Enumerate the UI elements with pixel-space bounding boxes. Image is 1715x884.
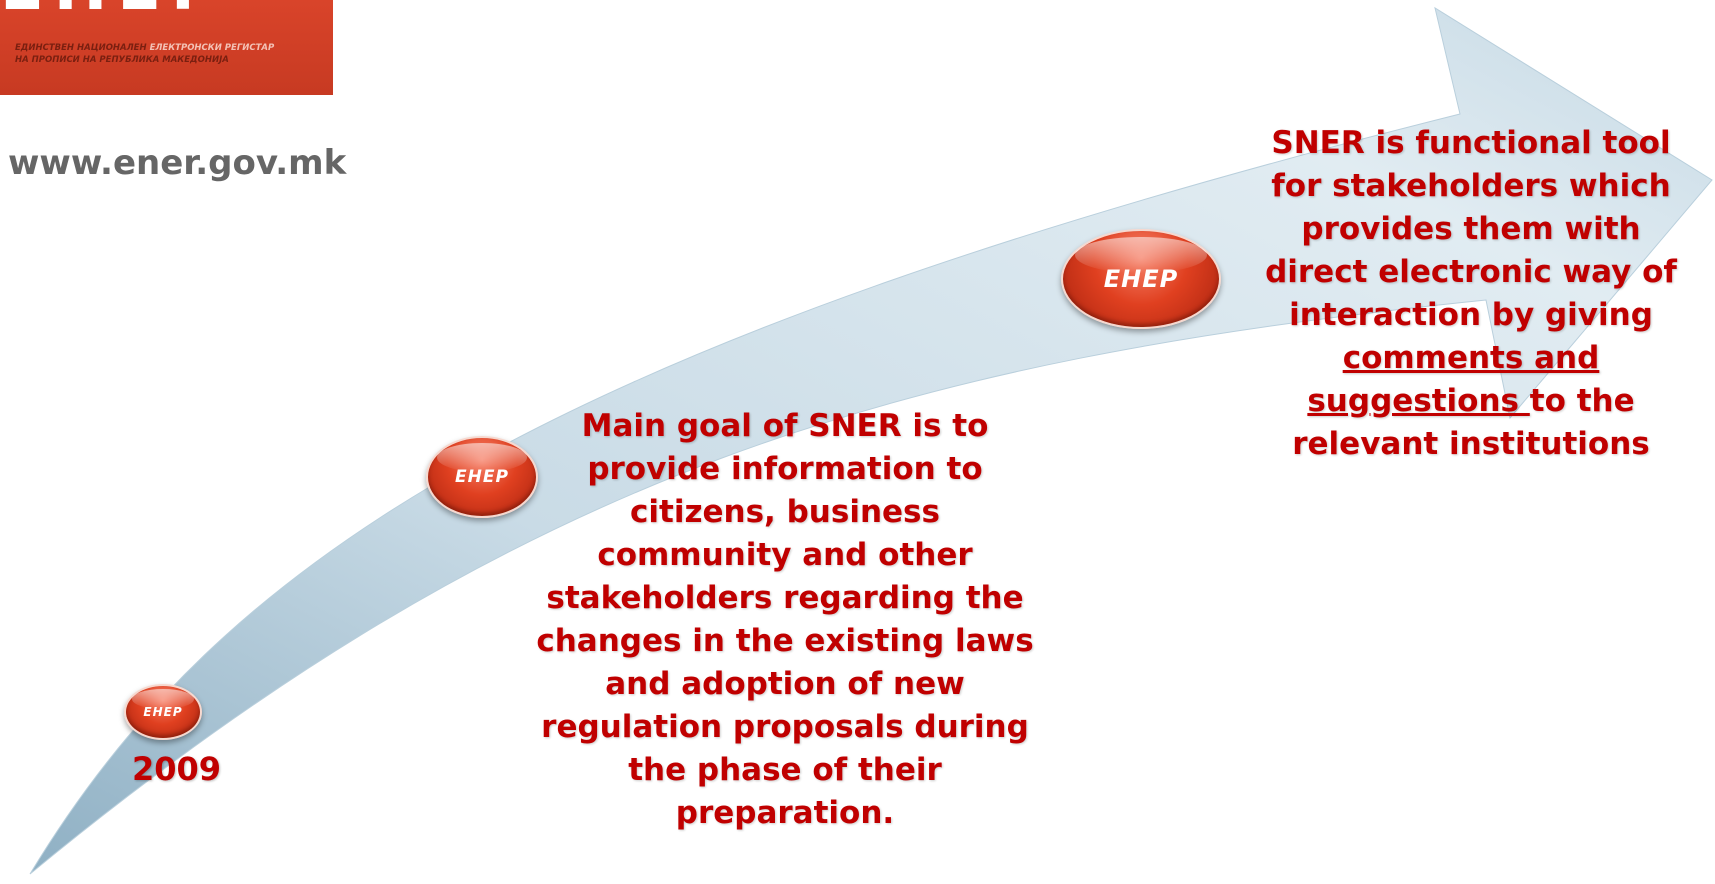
logo-tagline-part-b: ЕЛЕКТРОНСКИ РЕГИСТАР xyxy=(149,43,275,53)
ener-badge-large: ЕНЕР xyxy=(1061,229,1221,329)
functional-tool-text-start: SNER is functional tool for stakeholders… xyxy=(1265,125,1677,333)
site-url: www.ener.gov.mk xyxy=(8,143,347,183)
logo-mark: ЕНЕР xyxy=(0,0,228,20)
functional-tool-text-end: to the relevant institutions xyxy=(1292,383,1650,462)
logo-tagline-line2: НА ПРОПИСИ НА РЕПУБЛИКА МАКЕДОНИЈА xyxy=(15,55,229,65)
badge-label: ЕНЕР xyxy=(455,467,509,487)
logo-tagline: ЕДИНСТВЕН НАЦИОНАЛЕН ЕЛЕКТРОНСКИ РЕГИСТА… xyxy=(15,42,325,66)
arrow-body xyxy=(29,6,1713,875)
ener-badge-medium: ЕНЕР xyxy=(426,436,538,518)
main-goal-text: Main goal of SNER is to provide informat… xyxy=(536,408,1034,831)
logo-tagline-part-a: ЕДИНСТВЕН НАЦИОНАЛЕН xyxy=(15,43,147,53)
ener-logo: ЕНЕР ЕДИНСТВЕН НАЦИОНАЛЕН ЕЛЕКТРОНСКИ РЕ… xyxy=(0,0,333,95)
badge-label: ЕНЕР xyxy=(143,705,183,719)
comments-suggestions-text: comments and suggestions xyxy=(1307,340,1600,419)
ener-badge-small: ЕНЕР xyxy=(124,684,202,740)
timeline-year: 2009 xyxy=(132,750,222,788)
badge-label: ЕНЕР xyxy=(1103,265,1179,293)
functional-tool-text: SNER is functional tool for stakeholders… xyxy=(1245,122,1697,466)
